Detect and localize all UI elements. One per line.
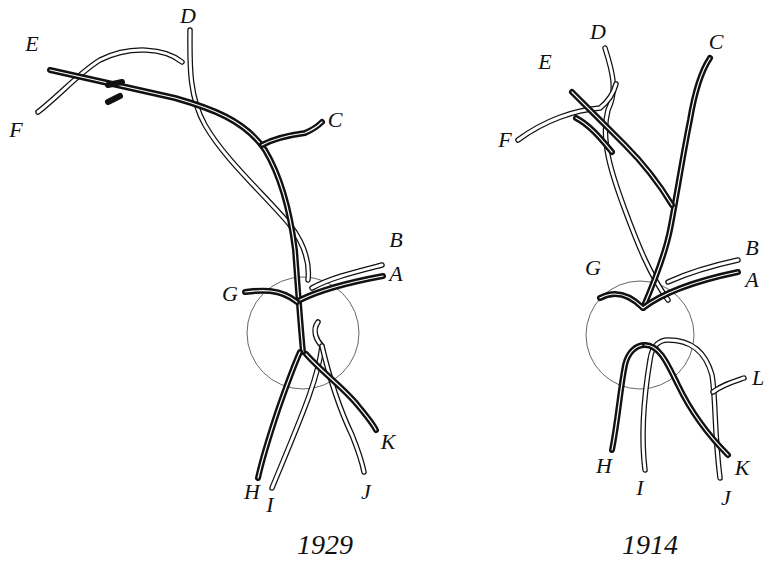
vessel-label: C	[328, 109, 343, 131]
year-caption: 1914	[622, 531, 678, 559]
vessel-label: K	[381, 431, 396, 453]
vessel-label: G	[222, 283, 238, 305]
vessel-label: H	[244, 481, 260, 503]
vessel-label: I	[266, 494, 273, 516]
veins	[38, 30, 382, 488]
vessel-label: F	[498, 129, 511, 151]
vessel-label: G	[585, 257, 601, 279]
vessel-label: E	[538, 51, 551, 73]
vessel-label: F	[9, 119, 22, 141]
year-caption: 1929	[297, 531, 353, 559]
vessel-label: D	[180, 5, 196, 27]
veins	[518, 48, 744, 478]
fundus-1929	[38, 30, 383, 488]
vessel-label: B	[389, 229, 402, 251]
arteries	[50, 70, 383, 478]
vessel-label: L	[752, 367, 764, 389]
vessel-label: A	[745, 269, 758, 291]
vessel-label: B	[745, 237, 758, 259]
vessel-label: C	[709, 31, 724, 53]
vessel-label: E	[25, 33, 38, 55]
vessel-label: J	[361, 481, 371, 503]
vessel-label: I	[636, 477, 643, 499]
vessel-label: A	[389, 263, 402, 285]
vessel-label: H	[596, 455, 612, 477]
vessel-label: J	[721, 487, 731, 509]
arteries	[572, 58, 738, 455]
vessel-label: D	[590, 21, 606, 43]
vessel-label: K	[735, 457, 750, 479]
fundus-1914	[518, 48, 744, 478]
